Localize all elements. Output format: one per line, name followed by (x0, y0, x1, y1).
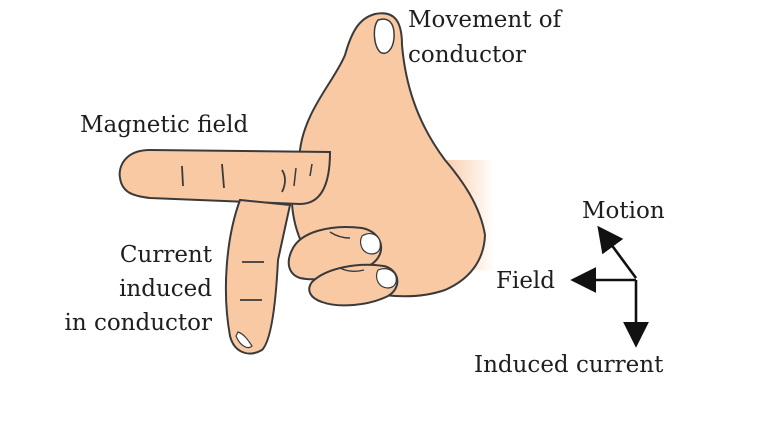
middle-finger-label-line3: in conductor (64, 310, 212, 336)
field-axis-label: Field (496, 268, 555, 294)
direction-axes (570, 225, 649, 348)
index-finger (118, 148, 332, 206)
index-finger-label: Magnetic field (80, 112, 249, 138)
motion-arrow (597, 225, 638, 279)
middle-finger (224, 198, 292, 355)
index-crease-5 (309, 163, 313, 177)
little-nail (375, 268, 397, 289)
little-finger-curled (308, 263, 399, 307)
ring-nail (359, 233, 381, 255)
knuckle-mark-1 (329, 231, 351, 239)
index-crease-3 (281, 169, 286, 193)
thumb-label-line1: Movement of (408, 7, 563, 33)
hand-illustration (118, 12, 495, 355)
thumb-label-line2: conductor (408, 42, 526, 68)
index-crease-2 (221, 163, 225, 189)
middle-finger-label-line1: Current (120, 242, 213, 268)
middle-nail (235, 331, 253, 349)
index-crease-1 (181, 165, 184, 187)
knuckle-mark-2 (339, 267, 365, 273)
index-crease-4 (293, 167, 297, 187)
current-axis-label: Induced current (474, 352, 664, 378)
thumb-nail (373, 18, 395, 54)
middle-finger-label-line2: induced (119, 276, 212, 302)
motion-axis-label: Motion (582, 198, 665, 224)
